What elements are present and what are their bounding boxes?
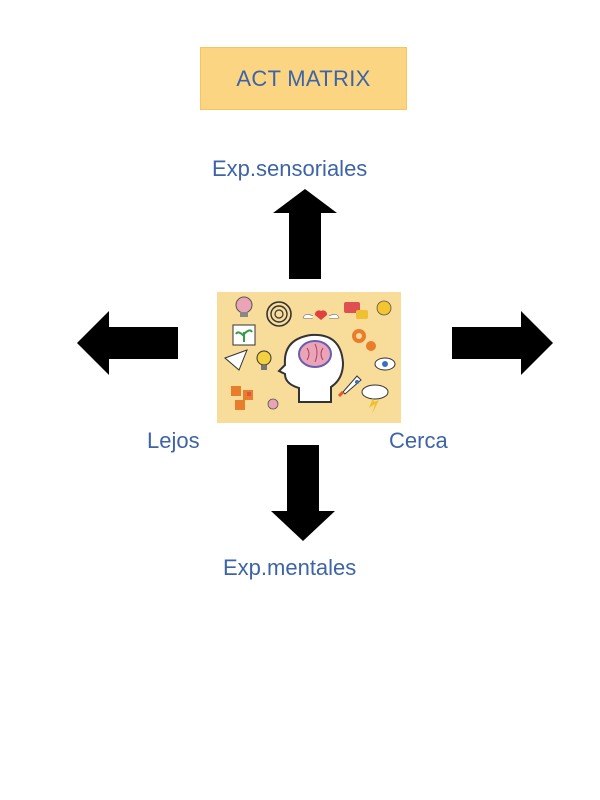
brain-bulb-icon (235, 296, 253, 317)
eye-icon (374, 357, 396, 371)
winged-heart-icon (302, 310, 340, 320)
label-left: Lejos (147, 428, 200, 453)
diagram-title: ACT MATRIX (236, 65, 371, 91)
chat-bubbles-icon (344, 300, 392, 319)
small-brain-icon (267, 398, 279, 410)
plant-icon (232, 324, 256, 346)
label-top: Exp.sensoriales (212, 156, 368, 181)
arrow-right-icon (452, 311, 553, 375)
paper-plane-icon (224, 349, 248, 371)
title-box: ACT MATRIX (200, 47, 407, 110)
puzzle-pieces-icon (231, 386, 253, 410)
rocket-icon (337, 375, 362, 398)
gears-icon (352, 329, 376, 351)
arrow-left-icon (77, 311, 178, 375)
arrow-down-icon (271, 445, 335, 541)
lightbulb-icon (256, 350, 272, 370)
label-right: Cerca (389, 428, 448, 453)
head-profile-icon (277, 333, 345, 403)
arrow-up-icon (273, 189, 337, 279)
head-brain-illustration (217, 292, 401, 423)
storm-cloud-icon (361, 384, 389, 414)
maze-icon (266, 301, 292, 327)
label-bottom: Exp.mentales (223, 555, 357, 580)
